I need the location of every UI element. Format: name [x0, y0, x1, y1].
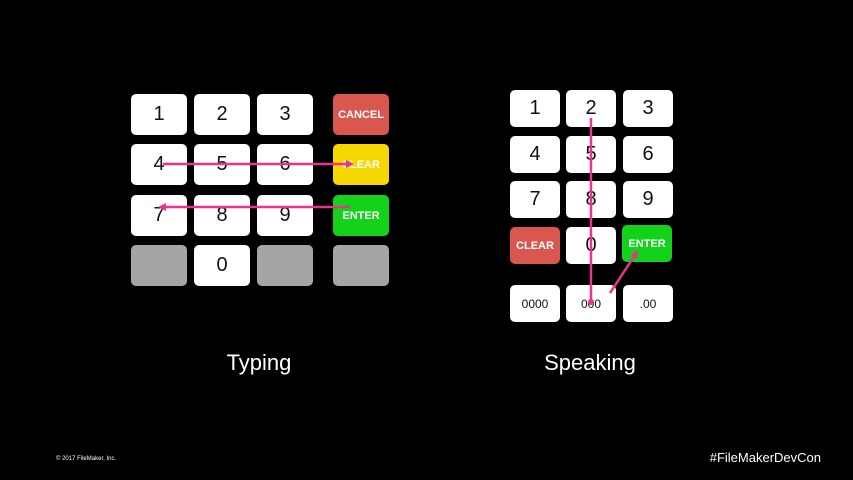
- typing-key-6[interactable]: 6: [257, 144, 313, 185]
- speaking-key-6[interactable]: 6: [623, 136, 673, 173]
- typing-key-3[interactable]: 3: [257, 94, 313, 135]
- speaking-clear-button[interactable]: CLEAR: [510, 227, 560, 264]
- typing-key-1[interactable]: 1: [131, 94, 187, 135]
- typing-clear-button[interactable]: CLEAR: [333, 144, 389, 185]
- speaking-key-1[interactable]: 1: [510, 90, 560, 127]
- typing-blank-key-left: [131, 245, 187, 286]
- typing-key-2[interactable]: 2: [194, 94, 250, 135]
- speaking-key-dot-00[interactable]: .00: [623, 285, 673, 322]
- typing-key-0[interactable]: 0: [194, 245, 250, 286]
- typing-blank-key-right: [257, 245, 313, 286]
- speaking-key-4[interactable]: 4: [510, 136, 560, 173]
- typing-blank-key-far: [333, 245, 389, 286]
- speaking-caption: Speaking: [544, 350, 636, 375]
- hashtag-text: #FileMakerDevCon: [709, 450, 821, 465]
- typing-key-5[interactable]: 5: [194, 144, 250, 185]
- speaking-enter-button[interactable]: ENTER: [622, 225, 672, 262]
- typing-cancel-button[interactable]: CANCEL: [333, 94, 389, 135]
- typing-key-4[interactable]: 4: [131, 144, 187, 185]
- typing-key-8[interactable]: 8: [194, 195, 250, 236]
- speaking-key-7[interactable]: 7: [510, 181, 560, 218]
- speaking-key-2[interactable]: 2: [566, 90, 616, 127]
- speaking-key-5[interactable]: 5: [566, 136, 616, 173]
- typing-enter-button[interactable]: ENTER: [333, 195, 389, 236]
- typing-key-7[interactable]: 7: [131, 195, 187, 236]
- speaking-key-3[interactable]: 3: [623, 90, 673, 127]
- speaking-key-000[interactable]: 000: [566, 285, 616, 322]
- speaking-key-0000[interactable]: 0000: [510, 285, 560, 322]
- speaking-key-9[interactable]: 9: [623, 181, 673, 218]
- typing-key-9[interactable]: 9: [257, 195, 313, 236]
- speaking-key-8[interactable]: 8: [566, 181, 616, 218]
- speaking-key-0[interactable]: 0: [566, 227, 616, 264]
- typing-caption: Typing: [226, 350, 292, 375]
- copyright-text: © 2017 FileMaker, Inc.: [56, 456, 117, 462]
